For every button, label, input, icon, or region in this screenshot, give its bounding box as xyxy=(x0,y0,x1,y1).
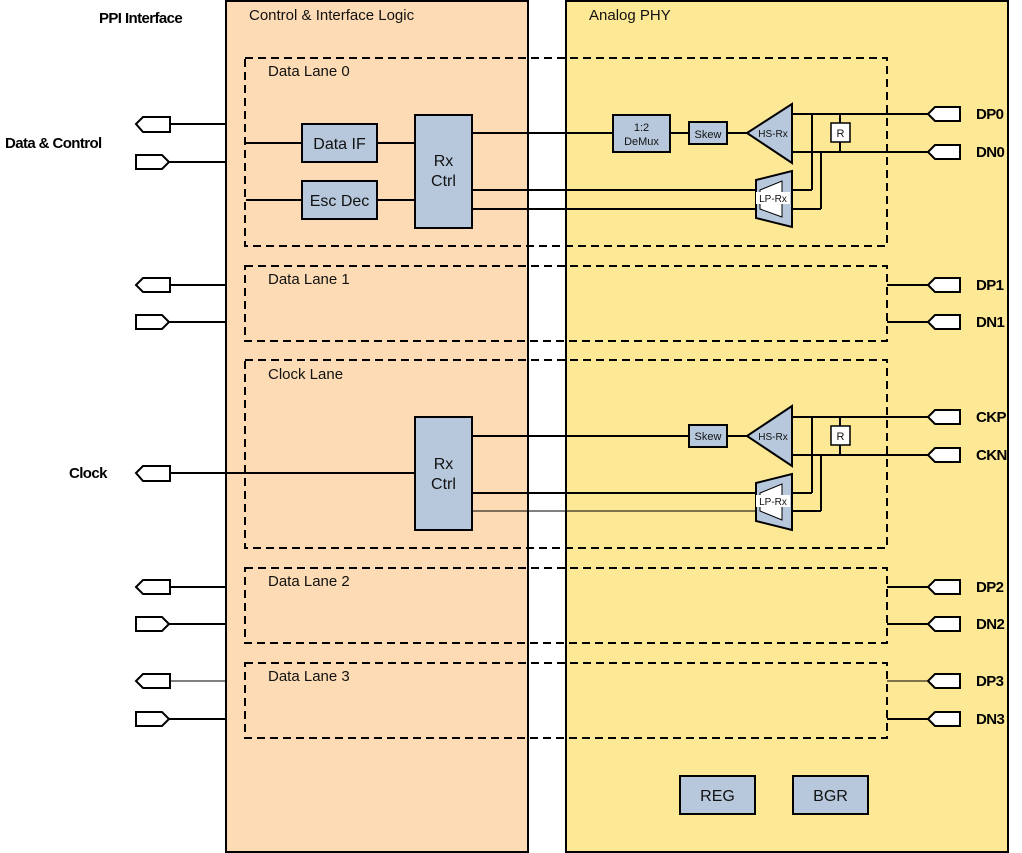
rx-ctrl-lane0-label-1: Rx xyxy=(434,153,454,170)
lp-rx-clock-label: LP-Rx xyxy=(759,497,787,508)
left-ports xyxy=(134,116,415,727)
demux-label-2: DeMux xyxy=(624,136,659,148)
pin-dp1-icon xyxy=(926,277,961,293)
esc-dec-label: Esc Dec xyxy=(310,193,370,210)
bgr-block xyxy=(792,775,869,815)
port-in-icon xyxy=(135,616,171,632)
data-control-label: Data & Control xyxy=(5,135,102,152)
pin-dp3-icon xyxy=(926,673,961,689)
data-lane-1-label: Data Lane 1 xyxy=(268,271,350,288)
skew-clock-label: Skew xyxy=(695,431,722,443)
port-out-icon xyxy=(134,579,171,595)
data-lane-2-label: Data Lane 2 xyxy=(268,573,350,590)
hs-rx-clock-amp-icon xyxy=(745,404,793,468)
hs-rx-clock-label: HS-Rx xyxy=(758,432,787,443)
pin-dp0-label: DP0 xyxy=(976,106,1004,123)
data-lane-1-box xyxy=(244,265,888,342)
pin-dn2-label: DN2 xyxy=(976,616,1004,633)
pin-dn3-icon xyxy=(926,711,961,727)
pin-dp3-label: DP3 xyxy=(976,673,1004,690)
pin-ckp-icon xyxy=(926,409,961,425)
ppi-interface-header: PPI Interface xyxy=(99,10,182,27)
data-lane-2-box xyxy=(244,567,888,644)
resistor-clock-block xyxy=(830,425,851,446)
pin-dn2-icon xyxy=(926,616,961,632)
data-lane-3-label: Data Lane 3 xyxy=(268,668,350,685)
right-ports xyxy=(926,106,961,727)
hs-rx-lane0-amp-icon xyxy=(745,102,793,165)
resistor-lane0-block xyxy=(830,122,851,143)
pin-dn0-icon xyxy=(926,144,961,160)
data-if-label: Data IF xyxy=(313,136,366,153)
port-in-icon xyxy=(135,154,171,170)
port-out-icon xyxy=(134,465,171,482)
clock-lane-label: Clock Lane xyxy=(268,366,343,383)
pin-ckp-label: CKP xyxy=(976,409,1006,426)
clock-label: Clock xyxy=(69,465,108,482)
pin-dp2-icon xyxy=(926,579,961,595)
data-lane-0-label: Data Lane 0 xyxy=(268,63,350,80)
data-lane-3-box xyxy=(244,662,888,739)
pin-dn1-icon xyxy=(926,314,961,330)
demux-label-1: 1:2 xyxy=(634,122,649,134)
port-out-icon xyxy=(134,673,171,689)
esc-dec-block xyxy=(301,180,378,220)
control-logic-header: Control & Interface Logic xyxy=(249,7,415,24)
resistor-clock-label: R xyxy=(837,431,845,443)
pin-dn1-label: DN1 xyxy=(976,314,1004,331)
port-out-icon xyxy=(134,116,171,133)
pin-dp1-label: DP1 xyxy=(976,277,1004,294)
reg-block xyxy=(679,775,756,815)
lp-rx-lane0-label: LP-Rx xyxy=(759,194,787,205)
pin-ckn-label: CKN xyxy=(976,447,1007,464)
reg-label: REG xyxy=(700,788,735,805)
rx-ctrl-lane0-block xyxy=(414,114,473,229)
port-in-icon xyxy=(135,711,171,727)
pin-dp2-label: DP2 xyxy=(976,579,1004,596)
rx-ctrl-clock-label-1: Rx xyxy=(434,456,454,473)
skew-lane0-label: Skew xyxy=(695,129,722,141)
rx-ctrl-lane0-label-2: Ctrl xyxy=(431,173,456,190)
pin-dn0-label: DN0 xyxy=(976,144,1004,161)
rx-ctrl-clock-block xyxy=(414,416,473,531)
rx-ctrl-clock-label-2: Ctrl xyxy=(431,476,456,493)
analog-phy-header: Analog PHY xyxy=(589,7,671,24)
port-out-icon xyxy=(134,277,171,293)
pin-ckn-icon xyxy=(926,447,961,463)
hs-rx-lane0-label: HS-Rx xyxy=(758,129,787,140)
bgr-label: BGR xyxy=(813,788,848,805)
data-if-block xyxy=(301,123,378,163)
port-in-icon xyxy=(135,314,171,330)
pin-dn3-label: DN3 xyxy=(976,711,1004,728)
pin-dp0-icon xyxy=(926,106,961,122)
resistor-lane0-label: R xyxy=(837,128,845,140)
